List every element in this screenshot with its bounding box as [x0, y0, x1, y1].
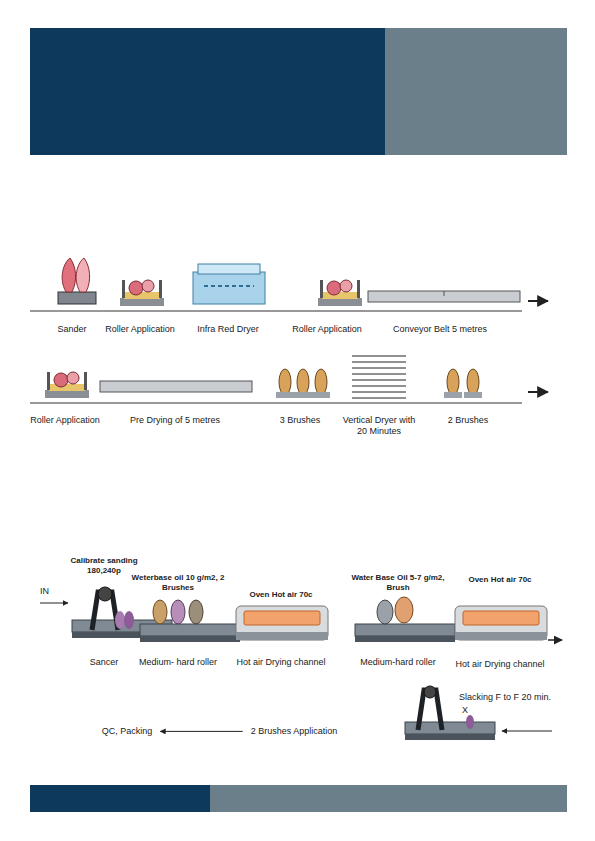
process-step: Infra Red Dryer	[188, 324, 268, 335]
header-band	[385, 28, 567, 155]
step-label: 2 Brushes	[436, 415, 500, 426]
hot-air-oven	[455, 606, 547, 640]
step-note: Oven Hot air 70c	[451, 575, 549, 585]
process-step: 2 Brushes Application	[234, 726, 354, 737]
step-label: Vertical Dryer with 20 Minutes	[337, 415, 421, 437]
medium-hard-roller	[355, 597, 455, 642]
step-label: Roller Application	[281, 324, 373, 335]
process-step: Vertical Dryer with 20 Minutes	[337, 415, 421, 437]
sander-illustration	[58, 258, 96, 304]
process-step: Conveyor Belt 5 metres	[380, 324, 500, 335]
process-step: 2 Brushes	[436, 415, 500, 426]
pre-drying-belt	[100, 381, 252, 392]
footer-band	[30, 785, 210, 812]
step-label: QC, Packing	[95, 726, 159, 737]
step-note: Water Base Oil 5-7 g/m2, Brush	[348, 573, 448, 592]
process-step: Sander	[42, 324, 102, 335]
step-note: Oven Hot air 70c	[231, 590, 331, 600]
process-step: Roller Application	[94, 324, 186, 335]
step-label: Conveyor Belt 5 metres	[380, 324, 500, 335]
hot-air-oven	[236, 606, 328, 640]
step-label: 2 Brushes Application	[234, 726, 354, 737]
step-label: Hot air Drying channel	[451, 659, 549, 670]
header-band	[30, 28, 385, 155]
process-step: Slacking F to F 20 min.	[453, 692, 557, 703]
process-step: Oven Hot air 70cHot air Drying channel	[451, 575, 549, 670]
step-note: Calibrate sanding 180,240p	[64, 556, 144, 575]
process-step: Calibrate sanding 180,240pSancer	[64, 556, 144, 668]
process-step: Roller Application	[281, 324, 373, 335]
step-label: Medium-hard roller	[348, 657, 448, 668]
step-label: Slacking F to F 20 min.	[453, 692, 557, 703]
step-label: Hot air Drying channel	[231, 657, 331, 668]
step-label: Roller Application	[94, 324, 186, 335]
process-step: Roller Application	[18, 415, 113, 426]
step-label: Pre Drying of 5 metres	[110, 415, 240, 426]
process-step: Pre Drying of 5 metres	[110, 415, 240, 426]
step-label: Medium- hard roller	[129, 657, 227, 668]
step-label: Sander	[42, 324, 102, 335]
conveyor-belt	[368, 291, 520, 302]
input-label: IN	[40, 586, 49, 596]
process-step: QC, Packing	[95, 726, 159, 737]
step-label: 3 Brushes	[268, 415, 332, 426]
process-step: Oven Hot air 70cHot air Drying channel	[231, 590, 331, 668]
step-note: Weterbase oil 10 g/m2, 2 Brushes	[129, 573, 227, 592]
step-label: Infra Red Dryer	[188, 324, 268, 335]
process-step: Weterbase oil 10 g/m2, 2 BrushesMedium- …	[129, 573, 227, 668]
step-label: Roller Application	[18, 415, 113, 426]
flow-arrow	[160, 731, 242, 732]
footer-band	[210, 785, 567, 812]
process-step: 3 Brushes	[268, 415, 332, 426]
medium-hard-roller	[140, 600, 240, 642]
infra-red-dryer	[193, 264, 265, 304]
mark-label: X	[462, 705, 468, 715]
vertical-dryer	[352, 356, 406, 398]
process-step: Water Base Oil 5-7 g/m2, BrushMedium-har…	[348, 573, 448, 668]
step-label: Sancer	[64, 657, 144, 668]
